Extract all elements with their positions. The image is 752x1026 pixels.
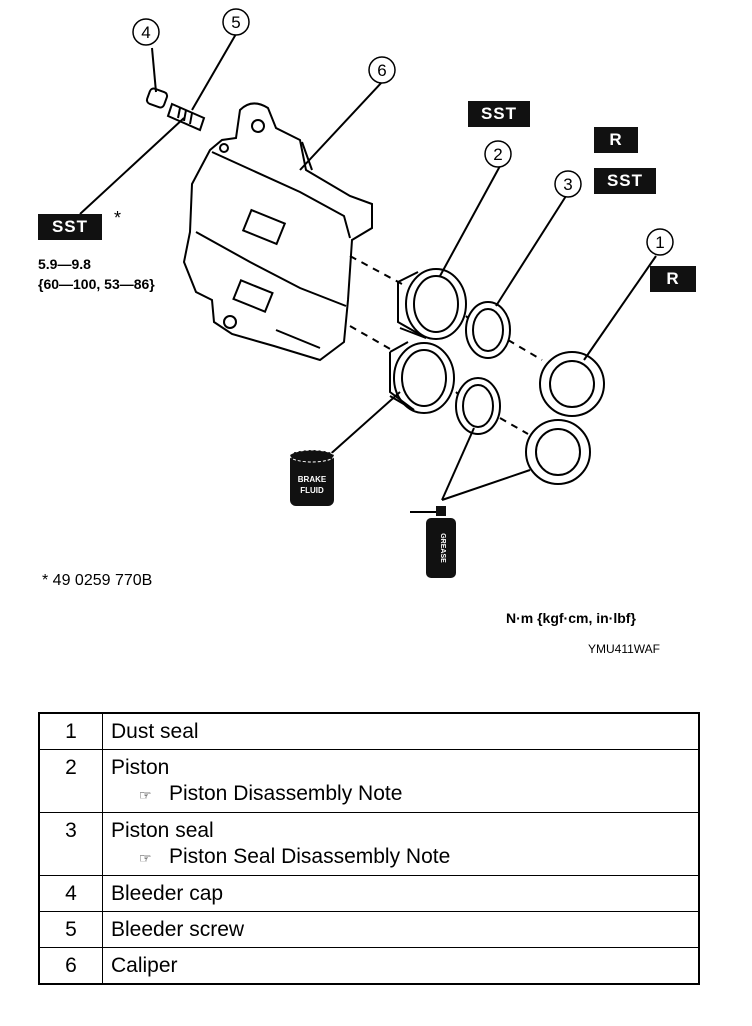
reference-arrow-icon: ☞ [139, 787, 152, 803]
part-note-link[interactable]: ☞Piston Seal Disassembly Note [111, 844, 690, 871]
piston-upper [397, 268, 467, 340]
r-badge-right: R [650, 266, 696, 292]
sst-footnote: * 49 0259 770B [42, 572, 153, 589]
grease-icon: GREASE [426, 506, 456, 578]
units-legend: N·m {kgf·cm, in·lbf} [506, 610, 636, 626]
svg-text:GREASE: GREASE [439, 533, 446, 563]
part-name: Caliper [102, 947, 700, 985]
callout-3: 3 [563, 175, 572, 194]
callout-2: 2 [493, 145, 502, 164]
table-row: 2 Piston ☞Piston Disassembly Note [38, 749, 700, 813]
callout-1: 1 [655, 233, 664, 252]
part-number: 6 [38, 947, 103, 985]
piston-seal-upper [465, 301, 511, 359]
dust-seal-lower [525, 419, 591, 485]
torque-value-kgf-inlbf: {60—100, 53—86} [38, 276, 155, 292]
svg-text:BRAKE: BRAKE [298, 475, 327, 484]
brake-fluid-icon: BRAKE FLUID [289, 449, 335, 506]
asterisk-mark: * [114, 208, 122, 228]
figure-code: YMU411WAF [588, 642, 661, 656]
part-number: 4 [38, 875, 103, 912]
table-row: 5 Bleeder screw [38, 911, 700, 948]
dust-seal-upper [539, 351, 605, 417]
piston-lower [389, 341, 455, 414]
svg-text:FLUID: FLUID [300, 486, 324, 495]
piston-seal-lower [455, 377, 501, 435]
r-badge-top: R [594, 127, 638, 153]
table-row: 6 Caliper [38, 947, 700, 985]
bleeder-cap [145, 87, 169, 109]
callout-5: 5 [231, 13, 240, 32]
table-row: 1 Dust seal [38, 712, 700, 750]
caliper-body [182, 102, 373, 362]
reference-arrow-icon: ☞ [139, 850, 152, 866]
exploded-view-diagram: 4 5 6 2 3 1 BRAKE FLUID GREASE [79, 8, 674, 578]
torque-value-nm: 5.9—9.8 [38, 256, 91, 272]
part-name: Bleeder screw [102, 911, 700, 948]
part-number: 3 [38, 812, 103, 876]
sst-badge-top: SST [468, 101, 530, 127]
sst-badge-left: SST [38, 214, 102, 240]
part-note-link[interactable]: ☞Piston Disassembly Note [111, 781, 690, 808]
parts-table: 1 Dust seal 2 Piston ☞Piston Disassembly… [38, 712, 700, 985]
part-name: Bleeder cap [102, 875, 700, 912]
part-number: 2 [38, 749, 103, 813]
part-name: Piston ☞Piston Disassembly Note [102, 749, 700, 813]
callout-4: 4 [141, 23, 150, 42]
table-row: 4 Bleeder cap [38, 875, 700, 912]
part-name: Dust seal [102, 712, 700, 750]
callout-6: 6 [377, 61, 386, 80]
part-name: Piston seal ☞Piston Seal Disassembly Not… [102, 812, 700, 876]
sst-badge-right: SST [594, 168, 656, 194]
part-number: 5 [38, 911, 103, 948]
table-row: 3 Piston seal ☞Piston Seal Disassembly N… [38, 812, 700, 876]
bleeder-screw [166, 102, 206, 132]
part-number: 1 [38, 712, 103, 750]
